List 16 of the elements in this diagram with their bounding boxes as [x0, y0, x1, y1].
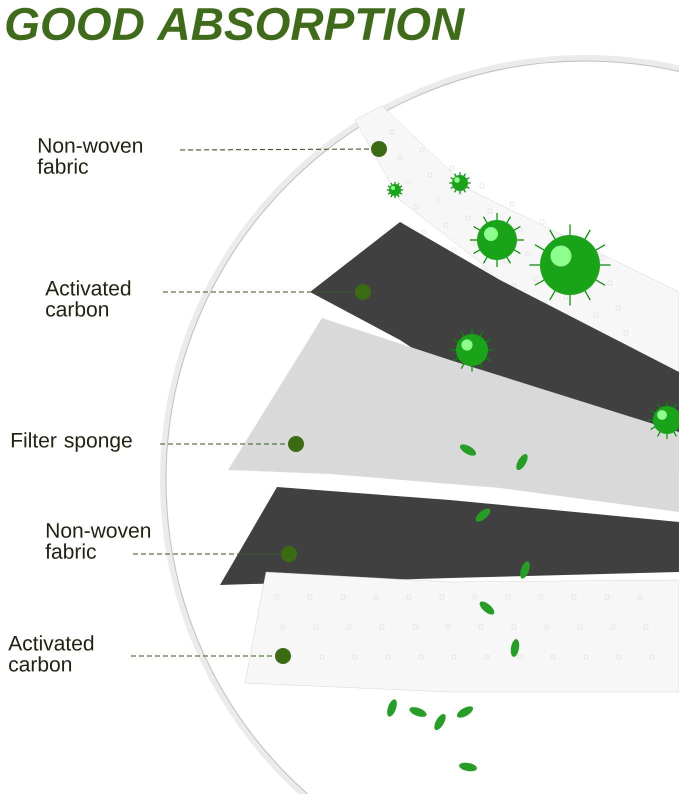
callout-label: Activated carbon: [45, 280, 130, 317]
callout-label: Non-woven fabric: [46, 523, 150, 559]
marker-dot: [355, 284, 371, 300]
callout-label: Filter sponge: [12, 432, 132, 452]
marker-dot: [281, 546, 297, 562]
marker-dot: [288, 436, 304, 452]
marker-dot: [371, 141, 387, 157]
leader-line: [180, 148, 371, 151]
marker-dot: [275, 648, 291, 664]
title: GOOD ABSORPTION: [6, 8, 465, 40]
leader-line: [131, 655, 275, 657]
leader-line: [160, 443, 288, 445]
leader-line: [163, 291, 355, 293]
leader-line: [133, 553, 281, 555]
callout-label: Activated carbon: [8, 635, 94, 672]
callout-label: Non-woven fabric: [38, 138, 142, 174]
